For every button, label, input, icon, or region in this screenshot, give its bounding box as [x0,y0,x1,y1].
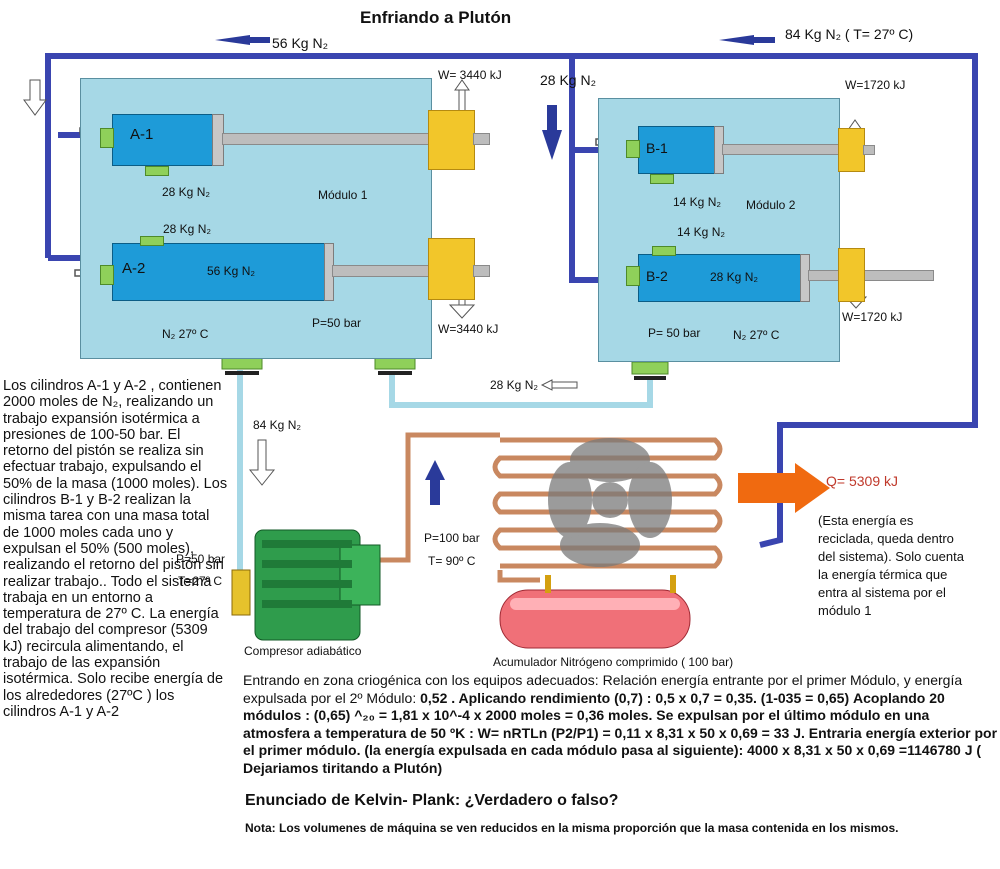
work-b2: W=1720 kJ [842,310,903,324]
note: Nota: Los volumenes de máquina se ven re… [245,821,899,835]
b2-mass-label: 28 Kg N₂ [710,270,759,284]
module-1-pressure: P=50 bar [312,316,362,330]
b2-in-label: 14 Kg N₂ [677,225,726,239]
work-a1: W= 3440 kJ [438,68,502,82]
compressor-outlet-temp: T= 90º C [428,554,476,568]
down-flow-label: 84 Kg N₂ [253,418,302,432]
label-a2: A-2 [122,260,146,277]
module-2-pressure: P= 50 bar [648,326,701,340]
heat-q-label: Q= 5309 kJ [826,473,898,489]
left-description: Los cilindros A-1 y A-2 , contienen 2000… [3,378,228,720]
mid-flow-label: 28 Kg N₂ [540,72,597,88]
fan-icon [548,438,672,567]
module-2-temp: N₂ 27º C [733,328,780,342]
flow-arrows [215,35,775,505]
a1-out-label: 28 Kg N₂ [162,185,211,199]
analysis-text: Entrando en zona criogénica con los equi… [243,672,1000,777]
page-title: Enfriando a Plutón [360,8,512,27]
kelvin-question: Enunciado de Kelvin- Plank: ¿Verdadero o… [245,792,619,809]
compressor-outlet-pressure: P=100 bar [424,531,480,545]
analysis-line-1-bold: 0,52 . Aplicando rendimiento (0,7) : 0,5… [420,689,850,706]
condenser-coil [492,437,723,569]
a2-mass-label: 56 Kg N₂ [207,264,256,278]
accumulator-label: Acumulador Nitrógeno comprimido ( 100 ba… [493,655,734,669]
cylinder-b2 [638,254,802,302]
label-b1: B-1 [646,140,668,156]
accumulator-tank [499,575,691,649]
heat-arrow-icon [738,463,830,513]
nitrogen-main-pipe [45,53,978,548]
a2-in-label: 28 Kg N₂ [163,222,212,236]
module-1-temp: N₂ 27º C [162,327,209,341]
label-a1: A-1 [130,126,154,143]
work-a2: W=3440 kJ [438,322,499,336]
module-1-label: Módulo 1 [318,188,368,202]
compressor-inlet-pressure: P=50 bar [176,552,226,566]
analysis-bold-block: Acoplando 20 módulos : (0,65) ^₂₀ = 1,81… [243,689,998,776]
top-right-flow-label: 84 Kg N₂ ( T= 27º C) [785,26,914,42]
compressor-label: Compresor adiabático [244,644,362,658]
cylinder-a1 [112,114,214,166]
analysis-line-1: Entrando en zona criogénica con los equi… [243,672,963,706]
recycle-note: (Esta energía es reciclada, queda dentro… [818,513,964,618]
top-flow-label: 56 Kg N₂ [272,35,329,51]
b1-out-label: 14 Kg N₂ [673,195,722,209]
return-flow-label: 28 Kg N₂ [490,378,539,392]
compressor-inlet-temp: T=27º C [178,574,223,588]
work-b1: W=1720 kJ [845,78,906,92]
compressor-icon [231,529,381,641]
label-b2: B-2 [646,268,668,284]
module-2-label: Módulo 2 [746,198,796,212]
